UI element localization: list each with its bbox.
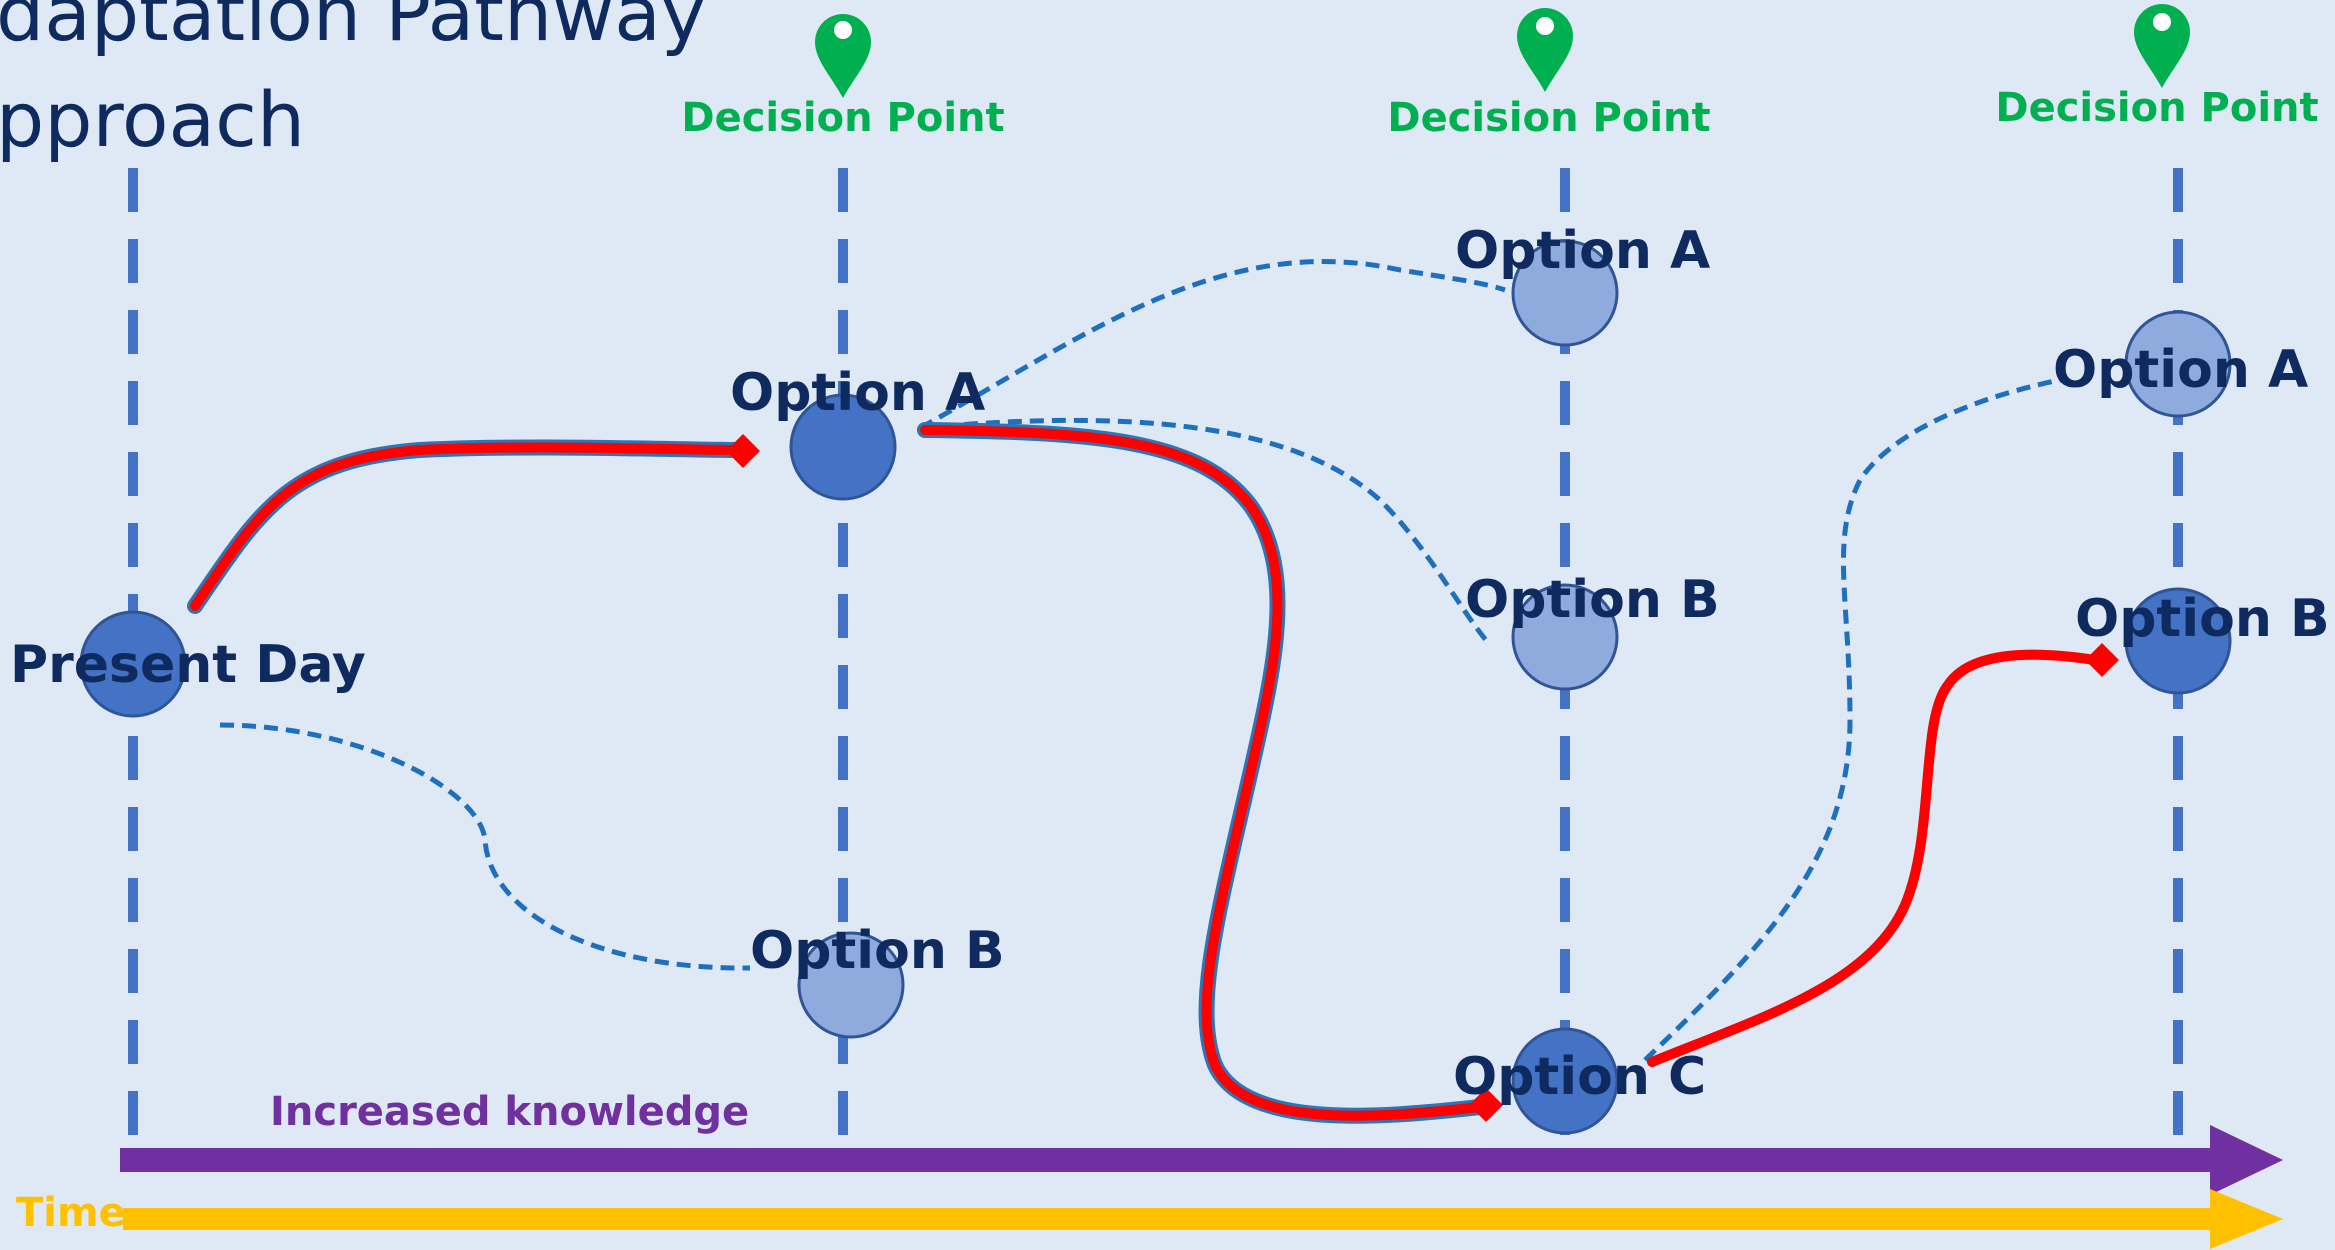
knowledge-axis-label: Increased knowledge: [270, 1089, 749, 1135]
node-col3-option-a: [1511, 239, 1619, 347]
label-col4-option-b: Option B: [2075, 589, 2330, 649]
node-col2-option-b: [797, 931, 905, 1039]
label-col2-option-a: Option A: [730, 363, 985, 423]
decision-point-1-label: Decision Point: [681, 95, 1004, 141]
selected-path-present-to-a: [190, 442, 740, 611]
path-end-marker-icon: [726, 434, 760, 468]
label-col4-option-a: Option A: [2053, 340, 2308, 400]
label-present-day: Present Day: [10, 635, 366, 695]
label-col3-option-a: Option A: [1455, 221, 1710, 281]
decision-point-1-marker-icon: [815, 14, 871, 98]
node-col4-option-a: [2124, 310, 2232, 418]
decision-point-2-label: Decision Point: [1387, 95, 1710, 141]
label-col2-option-b: Option B: [750, 921, 1005, 981]
node-col4-option-b: [2124, 587, 2232, 695]
selected-path-a-to-c: [920, 425, 1485, 1121]
pathway-a-to-col3-a: [918, 259, 1506, 431]
node-col2-option-a: [789, 393, 897, 501]
node-present-day: [79, 610, 187, 718]
decision-point-3-marker-icon: [2134, 4, 2190, 88]
knowledge-arrow: [120, 1125, 2283, 1195]
node-col3-option-b: [1511, 583, 1619, 691]
decision-point-3-label: Decision Point: [1995, 85, 2318, 131]
pathway-present-to-col2-b: [219, 722, 751, 971]
decision-point-2-marker-icon: [1517, 8, 1573, 92]
title-line-1: daptation Pathway: [0, 0, 706, 58]
pathway-a-to-col3-b: [919, 417, 1492, 647]
selected-path-c-to-col4-b: [1647, 649, 2100, 1067]
pathway-col3-c-to-col4-a: [1643, 377, 2061, 1062]
label-col3-option-c: Option C: [1453, 1047, 1706, 1107]
time-axis-label: Time: [16, 1190, 126, 1236]
node-col3-option-c: [1511, 1027, 1619, 1135]
label-col3-option-b: Option B: [1465, 570, 1720, 630]
time-arrow: [123, 1189, 2283, 1249]
title-line-2: pproach: [0, 75, 305, 164]
path-end-marker-icon: [1469, 1088, 1503, 1122]
